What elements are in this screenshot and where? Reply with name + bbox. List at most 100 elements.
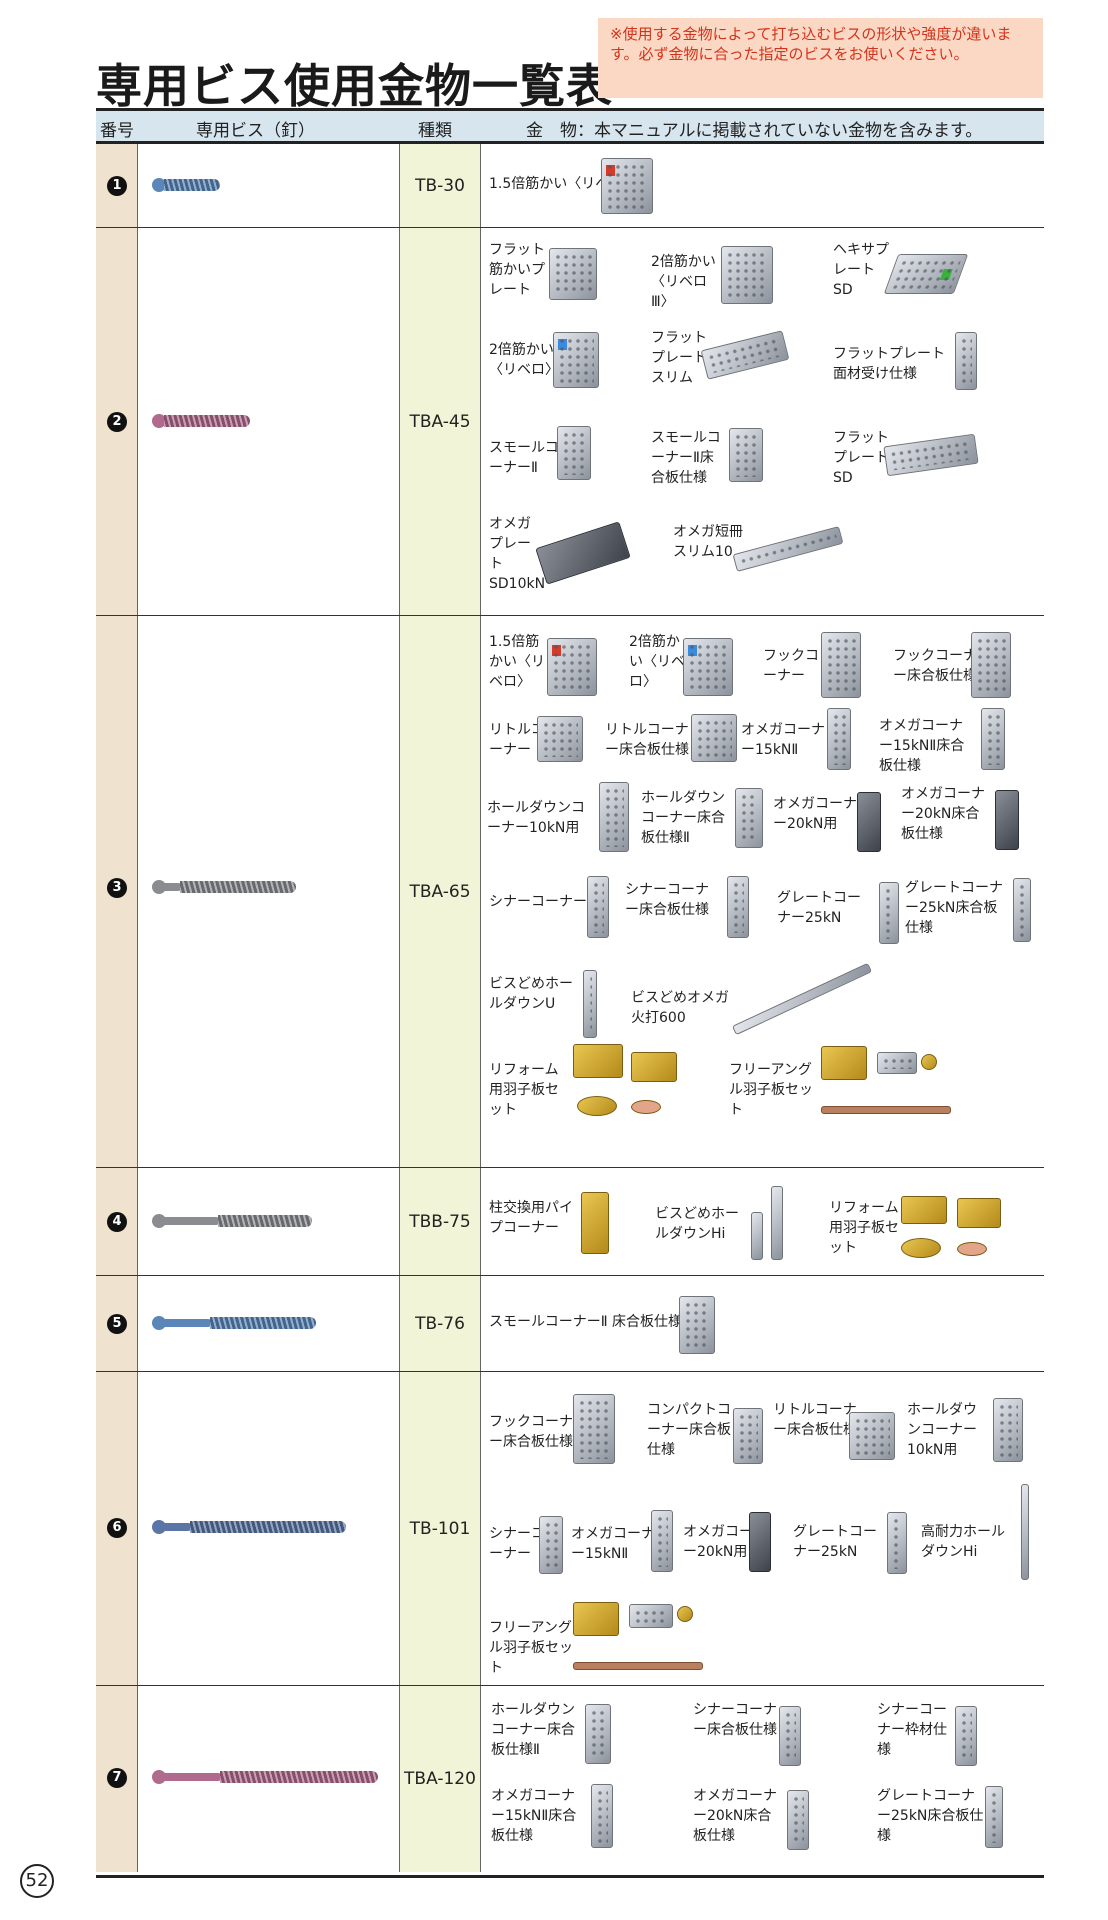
metal-bracket-icon — [731, 962, 873, 1036]
screw-icon — [152, 414, 252, 428]
metal-bracket-icon — [735, 788, 763, 848]
row-number-badge: 7 — [107, 1768, 127, 1788]
hardware-item: フックコーナー床合板仕様 — [489, 1414, 573, 1450]
hardware-item: 1.5倍筋かい〈リベロ〉 — [489, 634, 545, 690]
metal-bracket-icon — [591, 1784, 613, 1848]
metal-bracket-icon — [539, 1516, 563, 1574]
hardware-item: グレートコーナー25kN — [793, 1524, 877, 1560]
hardware-item: オメガコーナー20kN床合板仕様 — [693, 1788, 777, 1844]
hardware-item: ホールダウンコーナー床合板仕様Ⅱ — [641, 790, 725, 846]
metal-bracket-icon — [727, 876, 749, 938]
hardware-item: 2倍筋かい〈リベロ〉 — [489, 342, 559, 378]
metal-bracket-icon — [573, 1662, 703, 1670]
screw-type: TBA-120 — [400, 1686, 481, 1872]
hardware-item: スモールコーナーⅡ 床合板仕様 — [489, 1314, 683, 1330]
metal-bracket-icon — [821, 1106, 951, 1114]
table-header: 番号 専用ビス（釘） 種類 金 物：本マニュアルに掲載されていない金物を含みます… — [96, 108, 1044, 144]
metal-bracket-icon — [651, 1510, 673, 1572]
screw-icon — [152, 1770, 380, 1784]
row-number-badge: 6 — [107, 1518, 127, 1538]
metal-bracket-icon — [547, 638, 597, 696]
screw-icon — [152, 178, 222, 192]
table-row: 1 TB-30 1.5倍筋かい〈リベロ〉 — [96, 144, 1044, 228]
screw-type: TBB-75 — [400, 1168, 481, 1275]
hardware-item: ビスどめオメガ火打600 — [631, 990, 729, 1026]
metal-bracket-icon — [587, 876, 609, 938]
metal-bracket-icon — [877, 1052, 917, 1074]
metal-bracket-icon — [821, 632, 861, 698]
hardware-item: シナーコーナー枠材仕様 — [877, 1702, 947, 1758]
metal-bracket-icon — [849, 1412, 895, 1460]
screw-type: TB-76 — [400, 1276, 481, 1371]
hardware-item: フリーアングル羽子板セット — [729, 1062, 813, 1118]
metal-bracket-icon — [883, 254, 969, 294]
metal-bracket-icon — [1013, 878, 1031, 942]
metal-bracket-icon — [573, 1394, 615, 1464]
hardware-item: オメガコーナー20kN床合板仕様 — [901, 786, 985, 842]
hardware-item: フックコーナー — [763, 648, 819, 684]
hardware-item: フラットプレートスリム — [651, 330, 707, 386]
table-row: 2 TBA-45 フラット筋かいプレート 2倍筋かい〈リベロⅢ〉 ヘキサプレート… — [96, 228, 1044, 616]
screw-icon — [152, 1214, 314, 1228]
metal-bracket-icon — [827, 708, 851, 770]
metal-bracket-icon — [700, 330, 790, 380]
header-number: 番号 — [100, 121, 134, 141]
hardware-item: オメガコーナー15kNⅡ — [741, 722, 825, 758]
header-hardware: 金 物：本マニュアルに掲載されていない金物を含みます。 — [526, 121, 983, 141]
metal-bracket-icon — [887, 1512, 907, 1574]
hardware-item: ホールダウンコーナー10kN用 — [907, 1402, 977, 1458]
metal-bracket-icon — [749, 1512, 771, 1572]
metal-bracket-icon — [779, 1706, 801, 1766]
metal-bracket-icon — [557, 426, 591, 480]
metal-bracket-icon — [679, 1296, 715, 1354]
metal-bracket-icon — [981, 708, 1005, 770]
screw-icon — [152, 1316, 318, 1330]
metal-bracket-icon — [732, 526, 844, 572]
hardware-item: 2倍筋かい〈リベロⅢ〉 — [651, 254, 716, 310]
header-type: 種類 — [418, 121, 452, 141]
metal-bracket-icon — [599, 782, 629, 852]
hardware-item: ヘキサプレートSD — [833, 242, 889, 298]
metal-bracket-icon — [631, 1052, 677, 1082]
metal-bracket-icon — [879, 882, 899, 944]
metal-bracket-icon — [573, 1044, 623, 1078]
row-number-badge: 4 — [107, 1212, 127, 1232]
hardware-item: ビスどめホールダウンHi — [655, 1206, 739, 1242]
metal-bracket-icon — [535, 521, 631, 585]
row-number-badge: 3 — [107, 878, 127, 898]
metal-bracket-icon — [553, 332, 599, 388]
metal-bracket-icon — [691, 714, 737, 762]
metal-bracket-icon — [985, 1786, 1003, 1848]
hardware-item: オメガプレートSD10kN — [489, 516, 546, 592]
hardware-item: スモールコーナーⅡ床合板仕様 — [651, 430, 721, 486]
hardware-item: オメガコーナー15kNⅡ床合板仕様 — [491, 1788, 577, 1844]
metal-bracket-icon — [721, 246, 773, 304]
hardware-item: 柱交換用パイプコーナー — [489, 1200, 573, 1236]
metal-bracket-icon — [683, 638, 733, 696]
table-row: 6 TB-101 フックコーナー床合板仕様 コンパクトコーナー床合板仕様 リトル… — [96, 1372, 1044, 1686]
metal-bracket-icon — [573, 1602, 619, 1636]
metal-bracket-icon — [857, 792, 881, 852]
table-bottom-rule — [96, 1875, 1044, 1878]
hardware-item: オメガコーナー20kN用 — [773, 796, 857, 832]
hardware-item: 1.5倍筋かい〈リベロ〉 — [489, 176, 638, 192]
notice-box: ※使用する金物によって打ち込むビスの形状や強度が違います。必ず金物に合った指定の… — [598, 18, 1043, 98]
metal-bracket-icon — [957, 1242, 987, 1256]
hardware-item: ビスどめホールダウンU — [489, 976, 573, 1012]
hardware-item: シナーコーナー床合板仕様 — [693, 1702, 777, 1738]
metal-bracket-icon — [993, 1398, 1023, 1462]
metal-bracket-icon — [971, 632, 1011, 698]
metal-bracket-icon — [995, 790, 1019, 850]
metal-bracket-icon — [901, 1196, 947, 1224]
metal-bracket-icon — [585, 1704, 611, 1764]
hardware-item: オメガ短冊スリム10 — [673, 524, 743, 560]
metal-bracket-icon — [601, 158, 653, 214]
hardware-item: ホールダウンコーナー床合板仕様Ⅱ — [491, 1702, 575, 1758]
table-row: 3 TBA-65 1.5倍筋かい〈リベロ〉 2倍筋かい〈リベロ〉 フックコーナー… — [96, 616, 1044, 1168]
hardware-item: リフォーム用羽子板セット — [829, 1200, 899, 1256]
metal-bracket-icon — [787, 1790, 809, 1850]
hardware-item: コンパクトコーナー床合板仕様 — [647, 1402, 731, 1458]
metal-bracket-icon — [955, 332, 977, 390]
page-title: 専用ビス使用金物一覧表 — [96, 59, 613, 113]
row-number-badge: 1 — [107, 176, 127, 196]
